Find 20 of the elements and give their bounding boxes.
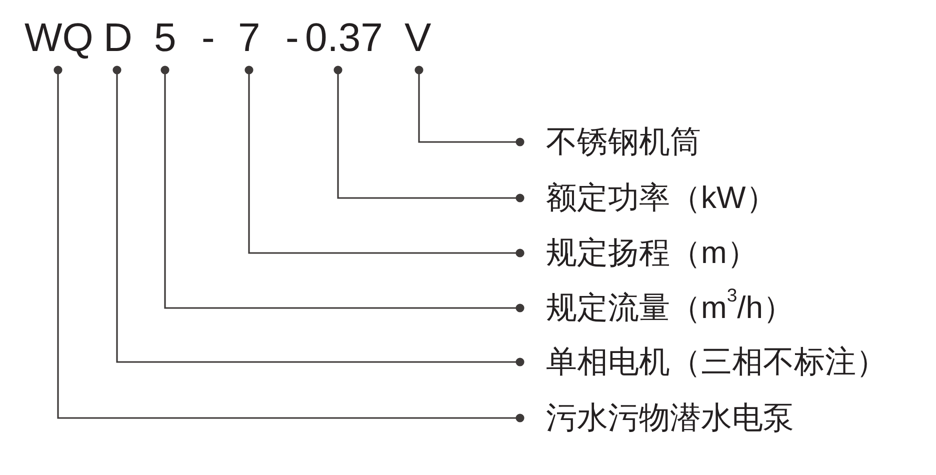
callout-text: 污水污物潜水电泵: [520, 398, 794, 438]
callout-text: 单相电机（三相不标注）: [520, 342, 887, 382]
callout-text: 规定流量（m$^{3}$/h）: [520, 288, 794, 328]
separator-dash: -: [202, 16, 215, 60]
separator-dash: -: [286, 16, 299, 60]
code-text: WQ: [24, 16, 94, 70]
leader-line: [414, 66, 524, 146]
leader-line: [54, 66, 524, 422]
leader-line: [112, 66, 524, 366]
callout-text: 规定扬程（m）: [520, 233, 758, 273]
leader-line: [334, 66, 524, 202]
code-text: 5: [154, 16, 176, 70]
code-text: D: [104, 16, 132, 70]
leader-line: [244, 66, 524, 258]
code-text: V: [404, 16, 432, 70]
code-text: 0.37: [305, 16, 383, 70]
callout-text: 额定功率（kW）: [520, 178, 777, 218]
leader-line: [160, 66, 524, 312]
callout-text: 不锈钢机筒: [520, 122, 701, 162]
code-text: 7: [238, 16, 260, 70]
